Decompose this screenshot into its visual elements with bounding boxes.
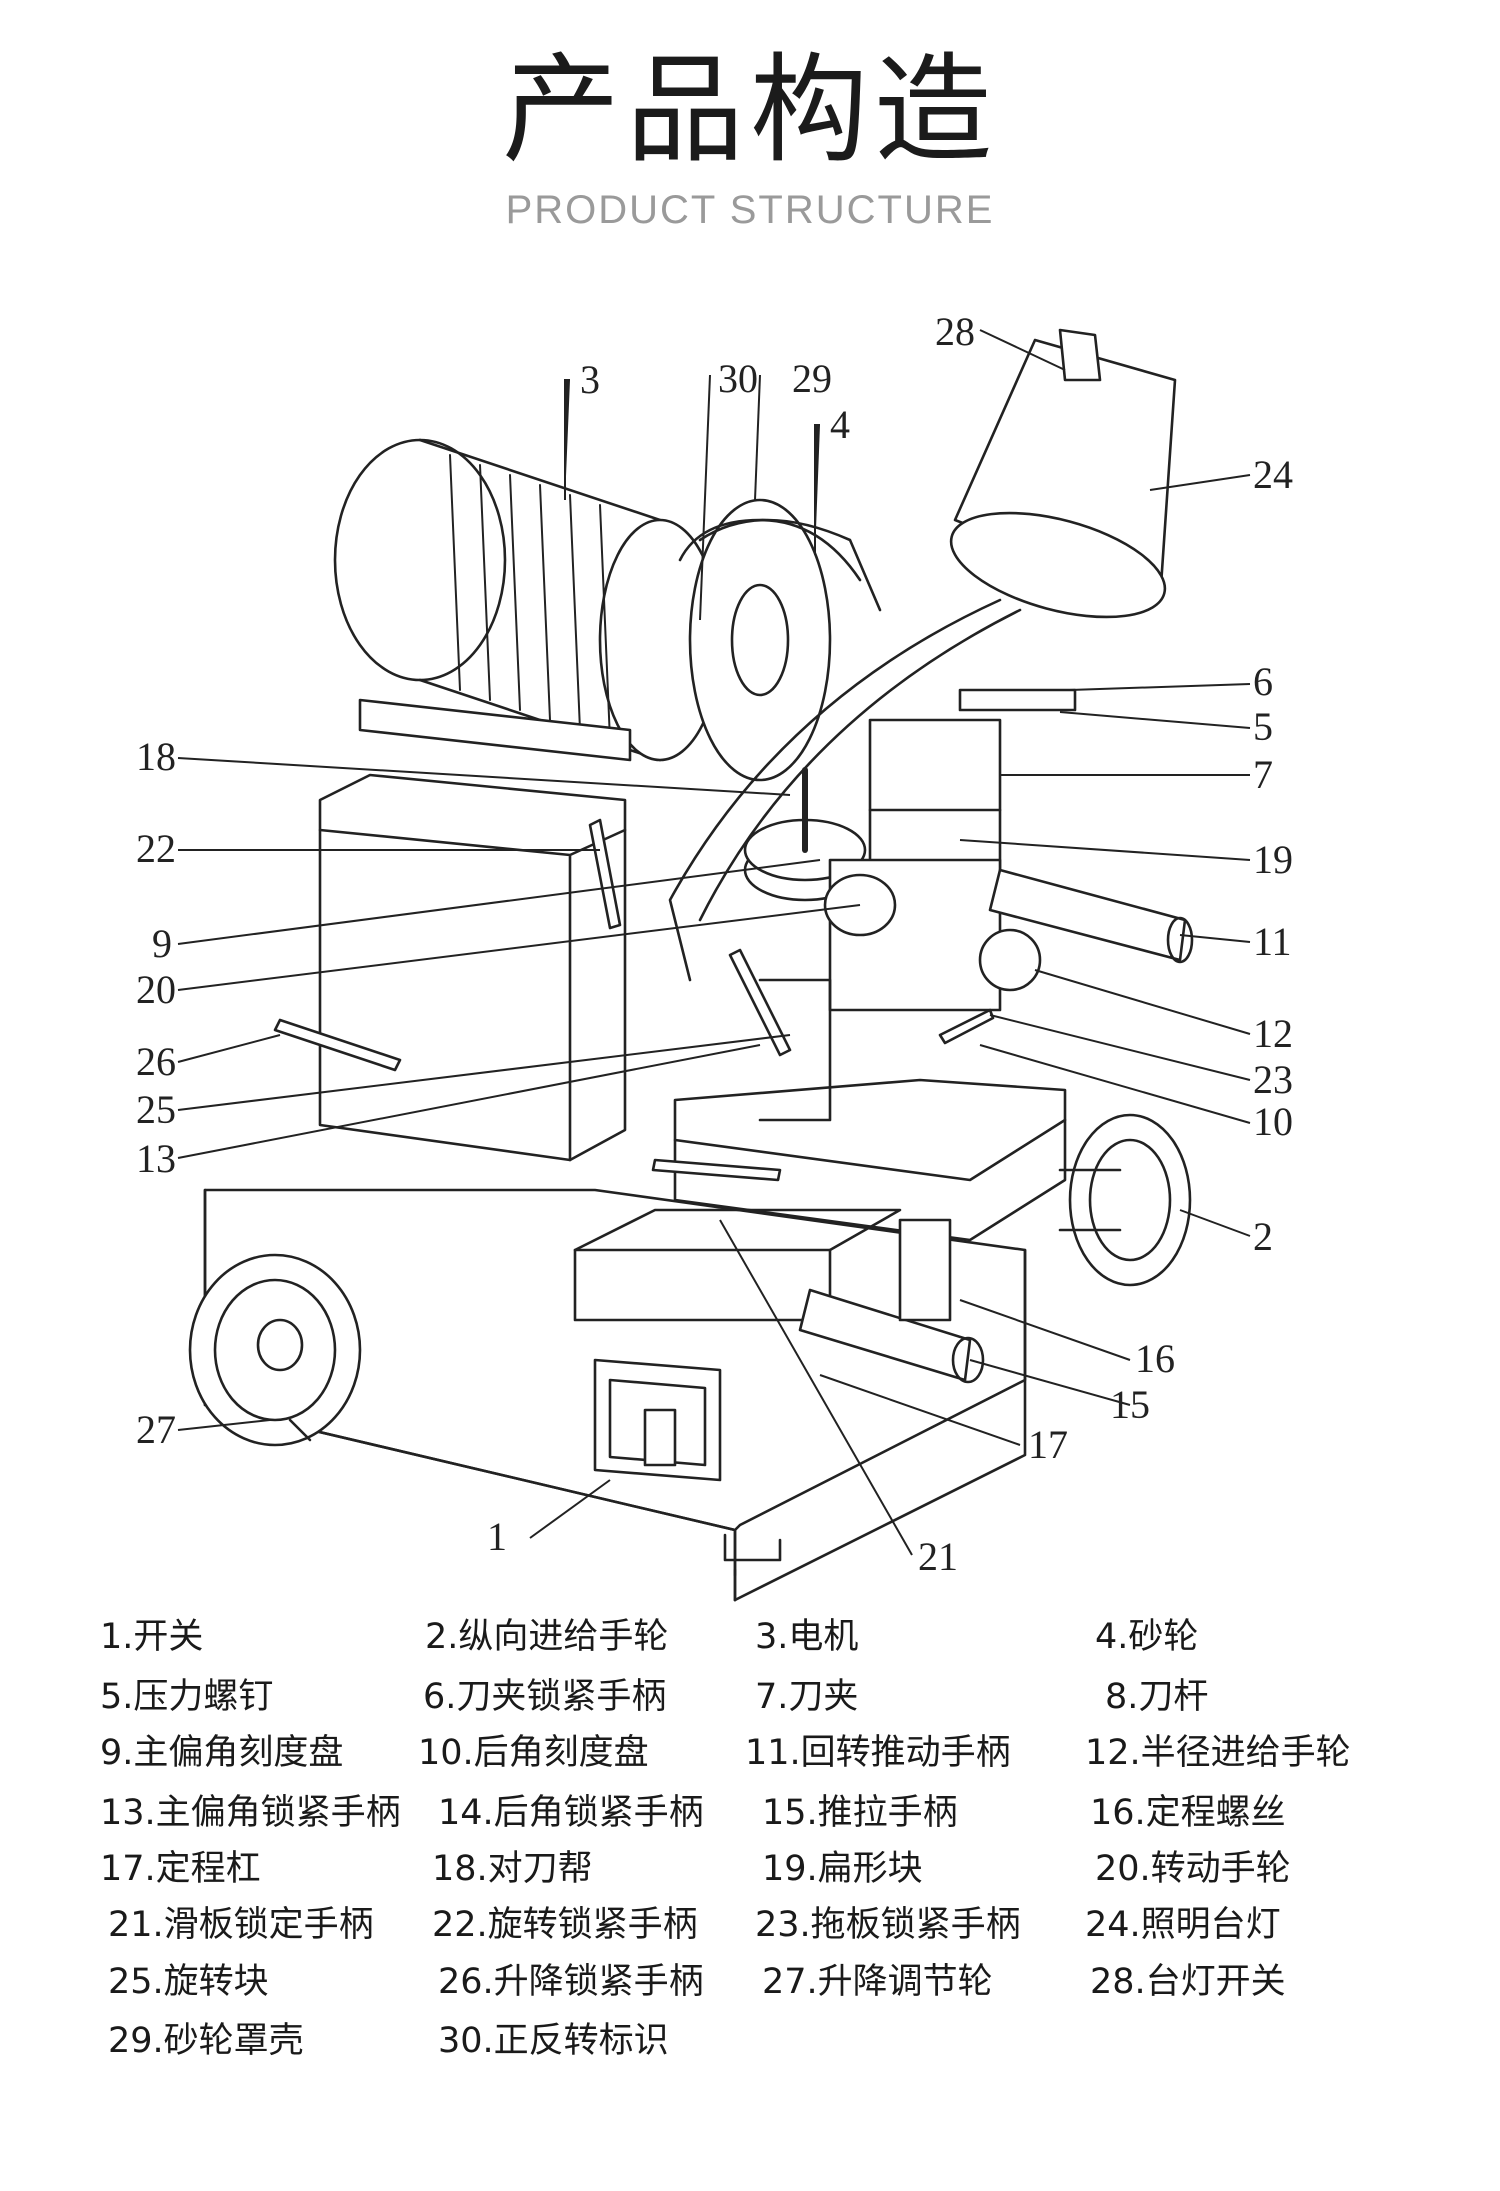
callout-17: 17 <box>1028 1422 1068 1467</box>
callout-16: 16 <box>1135 1336 1175 1381</box>
callout-13: 13 <box>136 1136 176 1181</box>
legend-item: 23.拖板锁紧手柄 <box>755 1905 1021 1945</box>
callout-28: 28 <box>935 309 975 354</box>
legend-item: 11.回转推动手柄 <box>745 1733 1011 1773</box>
legend-item: 2.纵向进给手轮 <box>425 1617 669 1657</box>
legend-item: 6.刀夹锁紧手柄 <box>423 1677 667 1717</box>
legend-item: 4.砂轮 <box>1095 1617 1199 1657</box>
legend-item: 14.后角锁紧手柄 <box>438 1793 704 1833</box>
page-subtitle: PRODUCT STRUCTURE <box>505 188 995 232</box>
legend-item: 3.电机 <box>755 1617 859 1657</box>
callout-6: 6 <box>1253 659 1273 704</box>
callout-27: 27 <box>136 1407 176 1452</box>
callout-12: 12 <box>1253 1011 1293 1056</box>
callout-1: 1 <box>487 1514 507 1559</box>
callout-2: 2 <box>1253 1214 1273 1259</box>
legend-item: 18.对刀帮 <box>432 1849 593 1889</box>
page-title: 产品构造 <box>501 41 998 179</box>
legend-item: 5.压力螺钉 <box>100 1677 274 1717</box>
callout-26: 26 <box>136 1039 176 1084</box>
legend-item: 19.扁形块 <box>762 1849 923 1889</box>
callout-4: 4 <box>830 402 850 447</box>
legend-item: 24.照明台灯 <box>1085 1905 1281 1945</box>
callout-21: 21 <box>918 1534 958 1579</box>
callout-10: 10 <box>1253 1099 1293 1144</box>
callout-11: 11 <box>1253 919 1292 964</box>
parts-legend: 1.开关 2.纵向进给手轮 3.电机 4.砂轮 5.压力螺钉 6.刀夹锁紧手柄 … <box>0 1600 1500 2160</box>
leader-lines <box>177 329 1251 1556</box>
callout-30: 30 <box>718 356 758 401</box>
callout-15: 15 <box>1110 1382 1150 1427</box>
legend-item: 27.升降调节轮 <box>762 1962 993 2002</box>
callout-20: 20 <box>136 967 176 1012</box>
machine-drawing <box>188 328 1194 1602</box>
legend-item: 1.开关 <box>100 1617 204 1657</box>
legend-item: 13.主偏角锁紧手柄 <box>100 1793 401 1833</box>
legend-item: 22.旋转锁紧手柄 <box>432 1905 698 1945</box>
callout-24: 24 <box>1253 452 1293 497</box>
legend-item: 7.刀夹 <box>755 1677 859 1717</box>
legend-item: 26.升降锁紧手柄 <box>438 1962 704 2002</box>
legend-item: 10.后角刻度盘 <box>418 1733 649 1773</box>
legend-item: 21.滑板锁定手柄 <box>108 1905 374 1945</box>
callout-labels: 1 2 3 4 5 6 7 9 10 11 12 13 15 16 17 18 … <box>136 309 1293 1579</box>
legend-item: 17.定程杠 <box>100 1849 261 1889</box>
legend-item: 16.定程螺丝 <box>1090 1793 1286 1833</box>
callout-5: 5 <box>1253 704 1273 749</box>
legend-item: 15.推拉手柄 <box>762 1793 958 1833</box>
callout-25: 25 <box>136 1087 176 1132</box>
legend-item: 9.主偏角刻度盘 <box>100 1733 344 1773</box>
legend-item: 20.转动手轮 <box>1095 1849 1291 1889</box>
legend-item: 12.半径进给手轮 <box>1085 1733 1351 1773</box>
callout-19: 19 <box>1253 837 1293 882</box>
callout-23: 23 <box>1253 1057 1293 1102</box>
callout-18: 18 <box>136 734 176 779</box>
callout-29: 29 <box>792 356 832 401</box>
legend-item: 25.旋转块 <box>108 1962 269 2002</box>
legend-item: 8.刀杆 <box>1105 1677 1209 1717</box>
legend-item: 29.砂轮罩壳 <box>108 2021 304 2061</box>
callout-3: 3 <box>580 357 600 402</box>
legend-item: 30.正反转标识 <box>438 2021 669 2061</box>
legend-item: 28.台灯开关 <box>1090 1962 1286 2002</box>
callout-22: 22 <box>136 826 176 871</box>
callout-7: 7 <box>1253 752 1273 797</box>
callout-9: 9 <box>152 921 172 966</box>
